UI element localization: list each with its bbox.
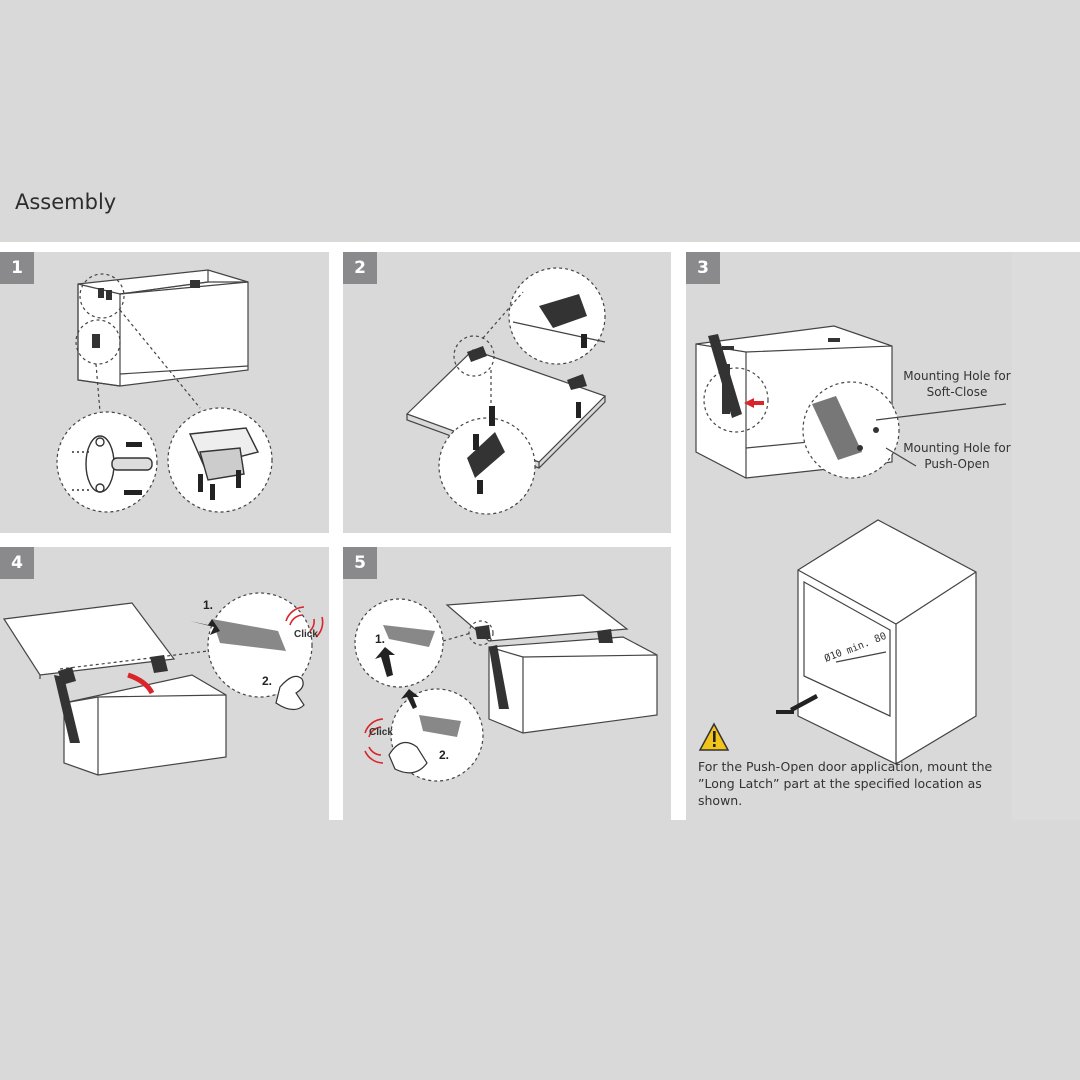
hand-icon (388, 741, 428, 774)
step-label-1: 1. (203, 598, 213, 612)
step-1-panel: 1 (0, 252, 329, 533)
step-number: 3 (686, 252, 720, 284)
door-drawing (405, 267, 607, 515)
step-4-panel: 4 Click 1. 2. (0, 547, 329, 820)
click-sound-icon (364, 718, 384, 764)
divider (1012, 252, 1080, 820)
arrow-icon (127, 672, 155, 695)
arrow-icon (190, 619, 220, 635)
hand-icon (275, 675, 305, 711)
soft-close-label: Mounting Hole for Soft-Close (903, 369, 1011, 399)
hinge-icon (467, 294, 587, 478)
warning-icon (698, 722, 730, 751)
arrow-icon (375, 647, 419, 709)
arrow-icon (744, 398, 764, 408)
header-divider (0, 242, 1080, 252)
hinge-icon (92, 280, 200, 348)
divider (0, 533, 671, 547)
cabinet-drawing (56, 269, 273, 513)
step-number: 5 (343, 547, 377, 579)
screw-icon (776, 694, 818, 714)
step-3-panel: 3 (686, 252, 1012, 820)
click-label: Click (369, 727, 393, 738)
step-label-2: 2. (262, 674, 272, 688)
divider (671, 252, 686, 820)
step-number: 4 (0, 547, 34, 579)
cabinet-side-drawing: Ø10 min. 80 (695, 325, 1007, 765)
lift-mechanism-drawing: Click 1. 2. (2, 592, 324, 776)
step-number: 1 (0, 252, 34, 284)
push-open-label: Mounting Hole for Push-Open (903, 441, 1011, 471)
push-open-note: For the Push-Open door application, moun… (698, 759, 993, 808)
screw-icon (473, 334, 587, 494)
hinge-icon (708, 334, 879, 460)
hinge-icon (54, 619, 286, 743)
step-label-2: 2. (439, 748, 449, 762)
step-2-panel: 2 (343, 252, 671, 533)
hinge-icon (72, 427, 260, 493)
detach-drawing: Click 1. 2. (354, 594, 658, 782)
screw-icon (124, 442, 241, 500)
click-label: Click (294, 629, 318, 640)
click-sound-icon (285, 606, 324, 638)
hinge-icon (383, 625, 613, 737)
page-title: Assembly (15, 190, 117, 214)
step-number: 2 (343, 252, 377, 284)
step-5-panel: 5 Click 1. 2. (343, 547, 671, 820)
step-label-1: 1. (375, 632, 385, 646)
